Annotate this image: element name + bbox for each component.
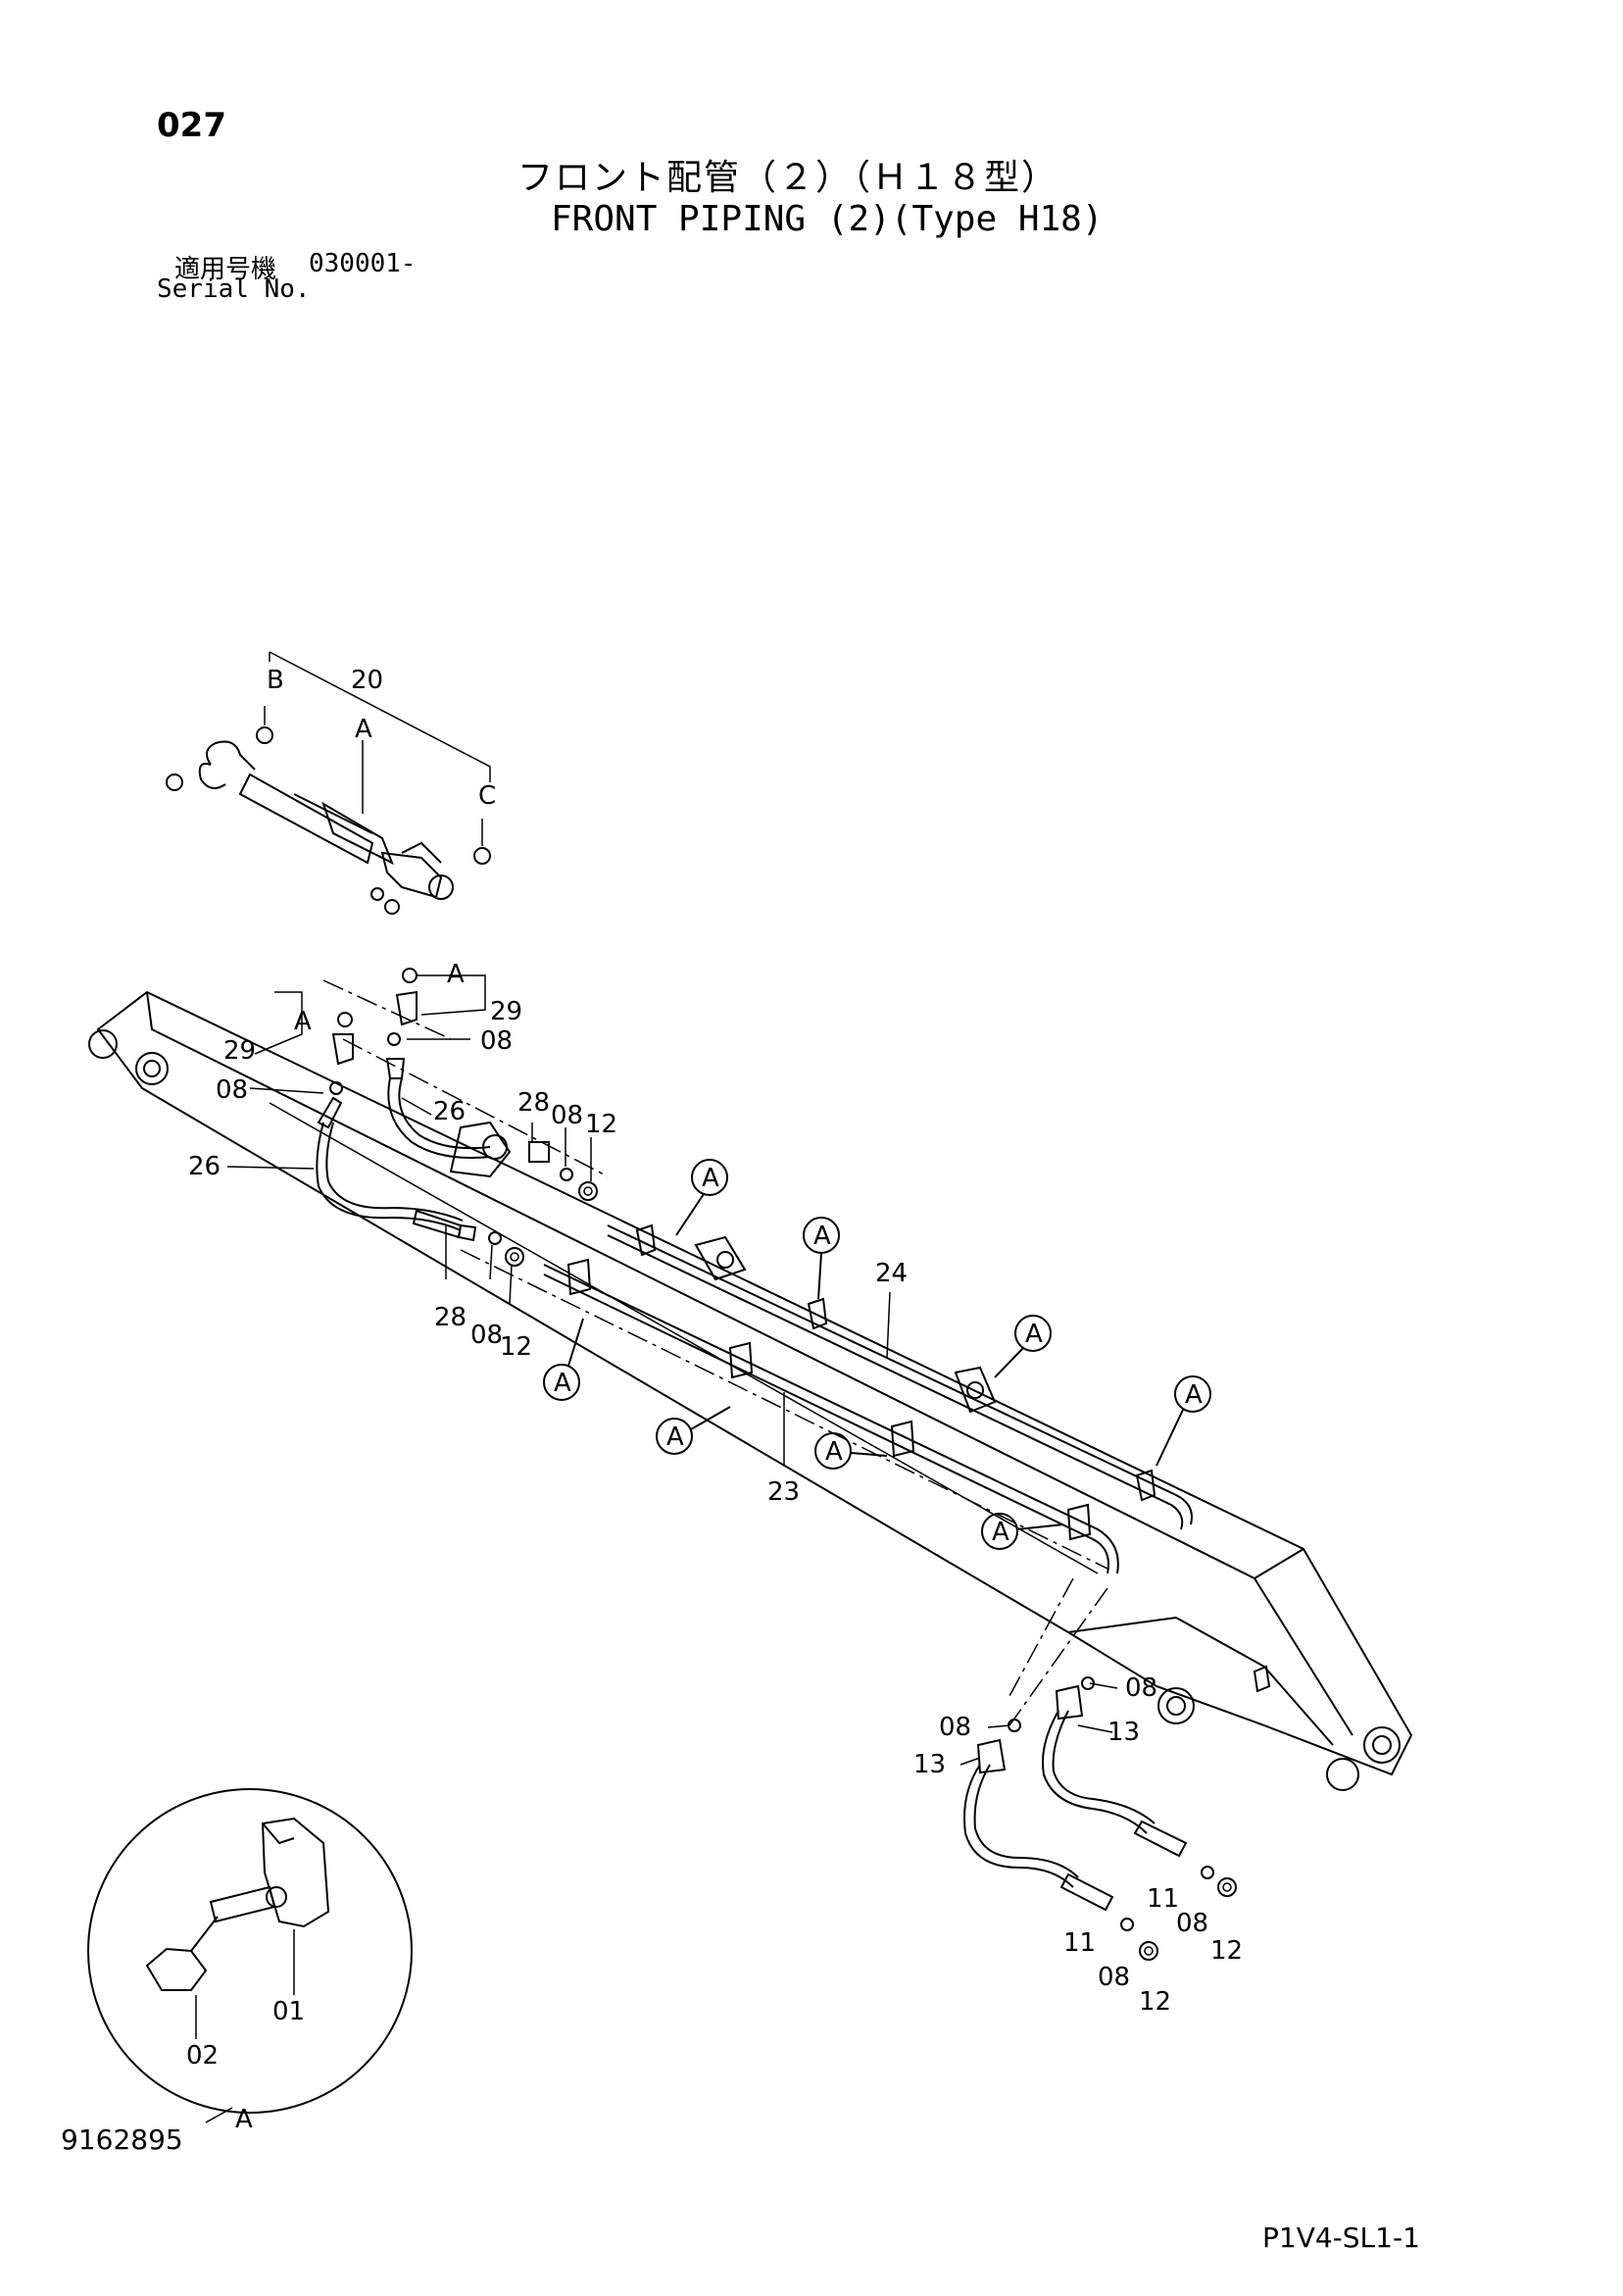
callout-labels: B 20 A C A A 29 29 08 08 26 26 28 08 12 … <box>186 666 1243 2134</box>
callout-20: 20 <box>351 666 383 695</box>
fittings-28-08-12-lower <box>488 1231 524 1267</box>
callout-08-left: 08 <box>216 1075 248 1105</box>
serial-value: 030001- <box>309 249 417 278</box>
hose-13-right <box>1042 1684 1188 1858</box>
pipe-23 <box>543 1258 1119 1574</box>
callout-11-right: 11 <box>1147 1884 1179 1914</box>
callout-02: 02 <box>186 2041 219 2071</box>
detail-a-circle <box>87 1788 413 2123</box>
page-number: 027 <box>157 106 226 145</box>
fitting-29-left <box>329 1012 354 1095</box>
callout-12-lr2: 12 <box>1139 1987 1171 2017</box>
ref-a-7: A <box>825 1437 843 1467</box>
callout-13-right: 13 <box>1107 1718 1140 1747</box>
ref-a-3: A <box>1025 1320 1043 1349</box>
serial-label-japanese: 適用号機 <box>174 255 277 284</box>
page-code: P1V4-SL1-1 <box>1262 2221 1420 2254</box>
callout-26-left: 26 <box>188 1152 221 1181</box>
callout-01: 01 <box>272 1997 305 2026</box>
callout-08-lr3: 08 <box>1176 1909 1208 1938</box>
fitting-29-right <box>387 968 418 1046</box>
serial-label-english: Serial No. <box>157 275 311 304</box>
callout-12-lr1: 12 <box>1210 1936 1243 1966</box>
callout-a-left: A <box>294 1007 312 1036</box>
ref-a-2: A <box>813 1222 831 1251</box>
callout-a-right: A <box>447 960 465 989</box>
callout-08-upper: 08 <box>551 1101 583 1130</box>
callout-13-left: 13 <box>913 1750 946 1779</box>
callout-29-left: 29 <box>223 1036 256 1066</box>
fittings-28-08-12-upper <box>528 1141 598 1201</box>
ref-a-4: A <box>1185 1380 1203 1410</box>
ref-a-8: A <box>992 1518 1009 1547</box>
callout-b: B <box>267 666 284 695</box>
callout-a-cyl: A <box>355 715 372 744</box>
callout-24: 24 <box>875 1259 908 1288</box>
callout-a-detail: A <box>235 2105 253 2134</box>
ref-a-1: A <box>702 1164 719 1193</box>
callout-08-lower: 08 <box>470 1321 503 1350</box>
callout-08-lr4: 08 <box>1098 1963 1130 1992</box>
callout-08-lr2: 08 <box>939 1713 971 1742</box>
hose-13-left <box>963 1738 1114 1912</box>
boom-body <box>88 990 1413 1791</box>
ref-a-circles <box>543 1159 1211 1550</box>
callout-12-upper: 12 <box>585 1110 617 1139</box>
drawing-number: 9162895 <box>61 2123 183 2156</box>
callout-c: C <box>478 781 496 811</box>
alignment-lines <box>269 979 1108 1726</box>
callout-08-lr1: 08 <box>1125 1673 1157 1703</box>
callout-12-lower: 12 <box>500 1332 532 1362</box>
callout-11-left: 11 <box>1063 1928 1096 1958</box>
leader-lines <box>226 974 1118 1766</box>
hose-26-left <box>316 1096 477 1242</box>
callout-26-right: 26 <box>433 1097 466 1126</box>
callout-29-right: 29 <box>490 997 522 1026</box>
ref-a-6: A <box>666 1423 684 1452</box>
fittings-lower-right <box>1008 1676 1237 1961</box>
title-english: FRONT PIPING (2)(Type H18) <box>551 199 1104 239</box>
cylinder-20 <box>166 651 491 915</box>
title-japanese: フロント配管（２）（Ｈ１８型） <box>517 158 1059 198</box>
callout-28-lower: 28 <box>434 1303 467 1332</box>
callout-08-right: 08 <box>480 1026 513 1056</box>
pipe-24 <box>607 1223 1193 1530</box>
callout-23: 23 <box>767 1477 800 1507</box>
ref-a-5: A <box>554 1369 571 1398</box>
hose-26-right <box>385 1058 491 1159</box>
callout-28-upper: 28 <box>517 1088 550 1118</box>
